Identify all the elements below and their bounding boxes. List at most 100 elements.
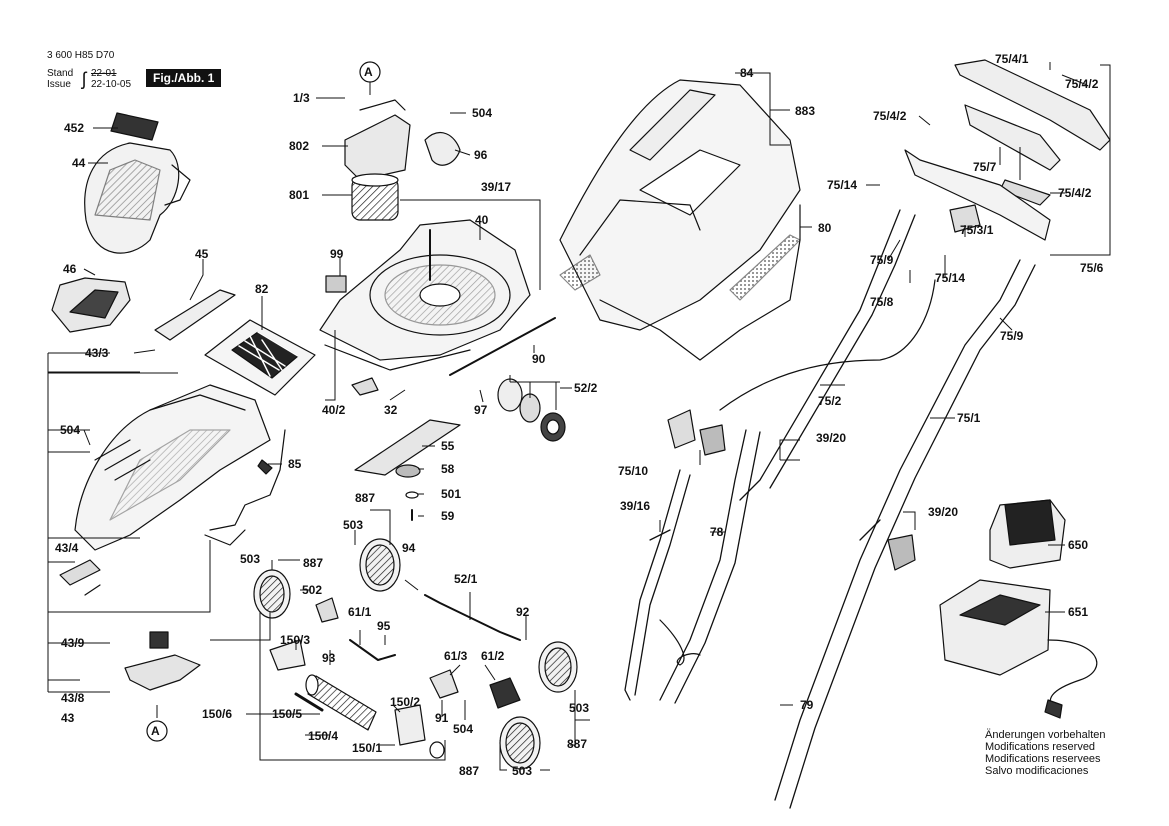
callout-75-7: 75/7 (973, 160, 997, 174)
callout-59: 59 (441, 509, 455, 523)
callout-504-top: 504 (472, 106, 492, 120)
callout-1-3: 1/3 (293, 91, 310, 105)
callout-85: 85 (288, 457, 302, 471)
callout-43-8: 43/8 (61, 691, 85, 705)
battery-part (989, 499, 1066, 569)
top-cover-part (84, 112, 191, 254)
callout-55: 55 (441, 439, 455, 453)
cable-part (719, 279, 936, 411)
callout-52-1: 52/1 (454, 572, 478, 586)
callout-39-20-b: 39/20 (928, 505, 958, 519)
callout-84: 84 (740, 66, 754, 80)
callout-43-9: 43/9 (61, 636, 85, 650)
callout-97: 97 (474, 403, 488, 417)
callout-61-2: 61/2 (481, 649, 505, 663)
callout-75-4-2-b: 75/4/2 (873, 109, 907, 123)
callout-32: 32 (384, 403, 398, 417)
issue-value: 22-10-05 (91, 79, 132, 90)
callout-75-4-2-a: 75/4/2 (1065, 77, 1099, 91)
callout-93: 93 (322, 651, 336, 665)
main-housing-part (74, 384, 271, 551)
callout-801: 801 (289, 188, 309, 202)
callout-44: 44 (72, 156, 86, 170)
callout-82: 82 (255, 282, 269, 296)
callout-650: 650 (1068, 538, 1088, 552)
callout-79: 79 (800, 698, 814, 712)
block-part (325, 275, 347, 293)
deflector-part (424, 132, 461, 166)
callout-150-1: 150/1 (352, 741, 382, 755)
callout-75-10: 75/10 (618, 464, 648, 478)
callout-91: 91 (435, 711, 449, 725)
callout-92: 92 (516, 605, 530, 619)
callout-504-bottom: 504 (453, 722, 473, 736)
callout-887-a: 887 (355, 491, 375, 505)
stand-label: Stand (47, 68, 74, 79)
handle-top-part (904, 59, 1111, 241)
callout-39-17: 39/17 (481, 180, 511, 194)
callout-802: 802 (289, 139, 309, 153)
figure-label: Fig./Abb. 1 (146, 69, 222, 87)
motor-part (344, 99, 411, 221)
callout-150-5: 150/5 (272, 707, 302, 721)
latch-part (59, 559, 101, 586)
callout-75-9-b: 75/9 (1000, 329, 1024, 343)
reference-a-circle-top (359, 61, 381, 83)
callout-75-4-1: 75/4/1 (995, 52, 1029, 66)
callout-452: 452 (64, 121, 84, 135)
callout-43-3: 43/3 (85, 346, 109, 360)
callout-40: 40 (475, 213, 489, 227)
callout-95: 95 (377, 619, 391, 633)
callout-887-d: 887 (459, 764, 479, 778)
note-line-de: Änderungen vorbehalten (985, 729, 1106, 741)
rod-part (449, 317, 556, 376)
callout-46: 46 (63, 262, 77, 276)
callout-501: 501 (441, 487, 461, 501)
callout-40-2: 40/2 (322, 403, 346, 417)
callout-96: 96 (474, 148, 488, 162)
callout-150-4: 150/4 (308, 729, 338, 743)
battery-cover-part (51, 277, 131, 333)
note-line-fr: Modifications reservees (985, 753, 1101, 765)
callout-39-20-a: 39/20 (816, 431, 846, 445)
callout-78: 78 (710, 525, 724, 539)
bracket-part (124, 654, 201, 691)
clip-part (149, 631, 169, 649)
strip-part (154, 289, 236, 341)
callout-75-14-a: 75/14 (827, 178, 857, 192)
modification-note: Änderungen vorbehalten Modifications res… (985, 729, 1105, 777)
callout-504-left: 504 (60, 423, 80, 437)
callout-502: 502 (302, 583, 322, 597)
callout-887-c: 887 (567, 737, 587, 751)
callout-75-6: 75/6 (1080, 261, 1104, 275)
callout-90: 90 (532, 352, 546, 366)
callout-a-bottom: A (151, 724, 160, 738)
callout-503-a: 503 (343, 518, 363, 532)
callout-75-3-1: 75/3/1 (960, 223, 994, 237)
callout-39-16: 39/16 (620, 499, 650, 513)
wheel-part (253, 538, 578, 770)
callout-80: 80 (818, 221, 832, 235)
callout-75-1: 75/1 (957, 411, 981, 425)
issue-label: Issue (47, 79, 71, 90)
callout-58: 58 (441, 462, 455, 476)
note-line-en: Modifications reserved (985, 741, 1096, 753)
callout-883: 883 (795, 104, 815, 118)
blade-part (354, 419, 461, 476)
doc-number: 3 600 H85 D70 (47, 50, 115, 61)
callout-75-8: 75/8 (870, 295, 894, 309)
callout-75-2: 75/2 (818, 394, 842, 408)
callout-61-1: 61/1 (348, 605, 372, 619)
callout-52-2: 52/2 (574, 381, 598, 395)
cover-plate-part (204, 319, 316, 396)
charger-part (939, 579, 1098, 719)
stand-value: 22-01 (91, 68, 117, 79)
callout-75-9-a: 75/9 (870, 253, 894, 267)
callout-150-6: 150/6 (202, 707, 232, 721)
callout-503-d: 503 (512, 764, 532, 778)
callout-150-2: 150/2 (390, 695, 420, 709)
callout-503-b: 503 (240, 552, 260, 566)
handle-tube-part (624, 209, 1036, 809)
